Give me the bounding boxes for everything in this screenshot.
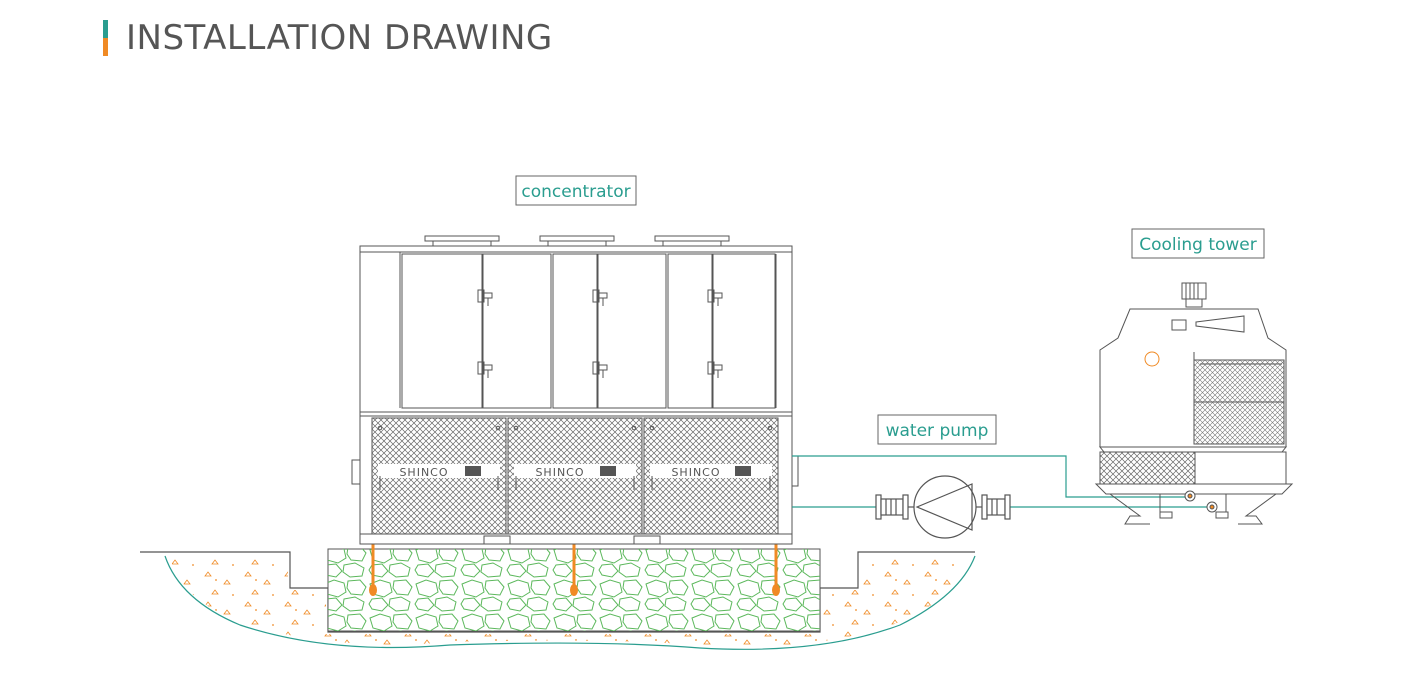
sand-fill [170,558,970,647]
door-handle [477,361,493,378]
fan-cap [424,235,500,247]
water-pump [875,475,1011,539]
brand-logo-block [600,466,616,476]
anchor-bolt [772,543,780,596]
pump-arrow-icon [915,483,973,531]
door-handle [707,289,723,306]
cooling-tower [1094,282,1294,525]
anchor-bolt [570,543,578,596]
page-header: INSTALLATION DRAWING [103,18,553,58]
door-handle [592,361,608,378]
pump-body [913,475,977,539]
label-cooling-tower: Cooling tower [1131,228,1265,259]
brand-text: SHINCO [399,466,448,479]
pipe-flange [875,494,909,520]
pipe-flange [981,494,1011,520]
label-water-pump-text: water pump [886,421,989,441]
brand-logo-block [465,466,481,476]
brand-logo-block [735,466,751,476]
label-concentrator: concentrator [515,175,637,206]
door-handle [592,289,608,306]
fan-cap [654,235,730,247]
fan-cap [539,235,615,247]
label-water-pump: water pump [877,414,997,445]
ground [140,551,976,650]
anchor-bolt [369,543,377,596]
brand-text: SHINCO [535,466,584,479]
concentrator-unit [351,235,799,545]
brand-text: SHINCO [671,466,720,479]
door-handle [707,361,723,378]
door-handle [477,289,493,306]
title-accent-bar [103,20,108,56]
label-cooling-tower-text: Cooling tower [1139,235,1257,255]
stone-foundation [327,543,821,632]
label-concentrator-text: concentrator [521,182,630,202]
water-pipes [792,455,1212,508]
page-title: INSTALLATION DRAWING [126,18,553,58]
